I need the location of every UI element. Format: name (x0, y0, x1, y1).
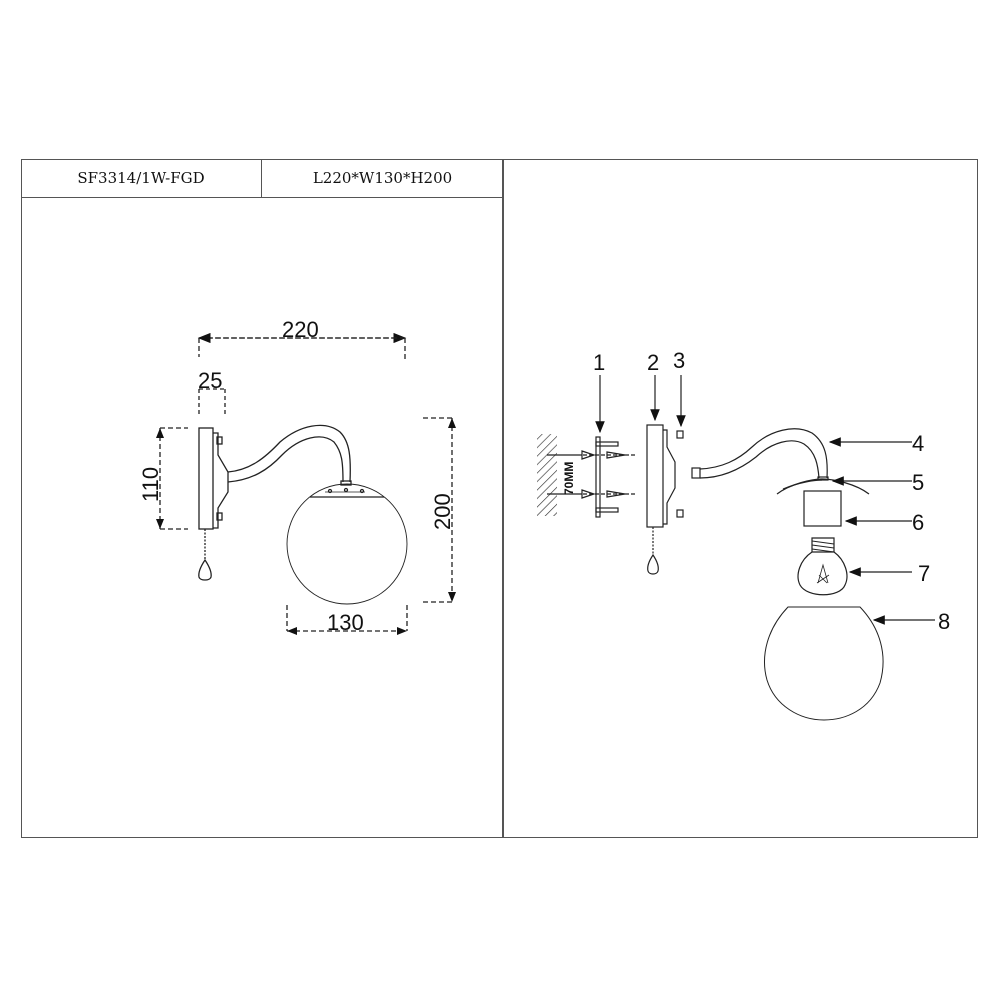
cap-nut-bottom (676, 509, 684, 518)
height-label: 200 (430, 493, 455, 530)
model-number: SF3314/1W-FGD (21, 159, 262, 197)
drawing-frame (21, 159, 978, 838)
cap-nut-top (676, 430, 684, 439)
length-dimension (197, 332, 407, 361)
base-depth-dimension (198, 388, 226, 415)
overall-dimensions: L220*W130*H200 (312, 169, 453, 187)
wall-spacing-label: 70MM (562, 462, 576, 495)
bulb-glass (797, 551, 848, 596)
glass-globe (764, 606, 884, 721)
part-number-6: 6 (912, 510, 924, 535)
globe-width-dimension (286, 605, 408, 632)
wall-base (646, 424, 664, 528)
wall-base-plate (198, 427, 214, 530)
part-number-7: 7 (918, 561, 930, 586)
wall-hatch (537, 434, 557, 516)
base-height-label: 110 (138, 467, 163, 502)
lamp-holder (803, 490, 842, 527)
height-dimension (423, 417, 453, 603)
mounting-bracket (595, 436, 601, 518)
base-height-dimension (159, 427, 188, 530)
pull-chain-handle (198, 558, 212, 581)
part-number-4: 4 (912, 431, 924, 456)
globe-width-label: 130 (327, 610, 364, 635)
exploded-view (537, 375, 935, 721)
length-label: 220 (282, 317, 319, 342)
part-number-5: 5 (912, 470, 924, 495)
title-block: SF3314/1W-FGD L220*W130*H200 (21, 159, 503, 198)
panel-divider (502, 159, 504, 838)
base-depth-label: 25 (198, 368, 222, 393)
dimension-view (156, 332, 456, 635)
part-number-8: 8 (938, 609, 950, 634)
globe-shade (286, 483, 408, 605)
part-number-2: 2 (647, 350, 659, 375)
part-number-3: 3 (673, 348, 685, 373)
part-number-1: 1 (593, 350, 605, 375)
